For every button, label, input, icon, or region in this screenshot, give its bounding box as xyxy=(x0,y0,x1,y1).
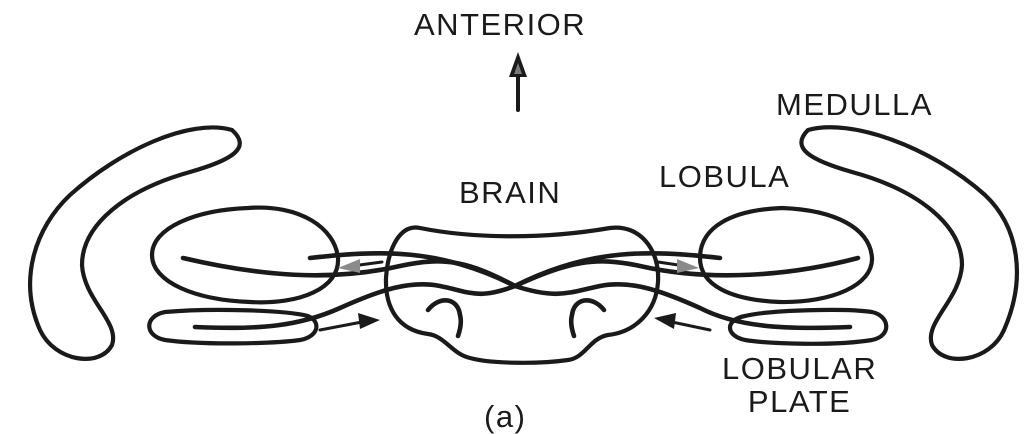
left-medulla-outline xyxy=(30,127,240,358)
right-medulla-outline xyxy=(801,127,1017,359)
neural-tracts xyxy=(183,253,858,336)
lobula-label: LOBULA xyxy=(659,160,790,193)
brain-label: BRAIN xyxy=(459,176,561,209)
panel-label: (a) xyxy=(484,400,526,433)
medulla-label: MEDULLA xyxy=(776,88,933,121)
brain-outline xyxy=(386,228,658,363)
lobular-plate-label-line2: PLATE xyxy=(722,385,877,418)
lobular-plate-label-line1: LOBULAR xyxy=(722,352,877,385)
left-lobula-outline xyxy=(152,208,338,303)
anterior-arrow xyxy=(509,52,527,110)
right-lobula-outline xyxy=(700,208,872,302)
lobular-plate-label: LOBULAR PLATE xyxy=(722,352,877,419)
anterior-label: ANTERIOR xyxy=(414,8,586,41)
